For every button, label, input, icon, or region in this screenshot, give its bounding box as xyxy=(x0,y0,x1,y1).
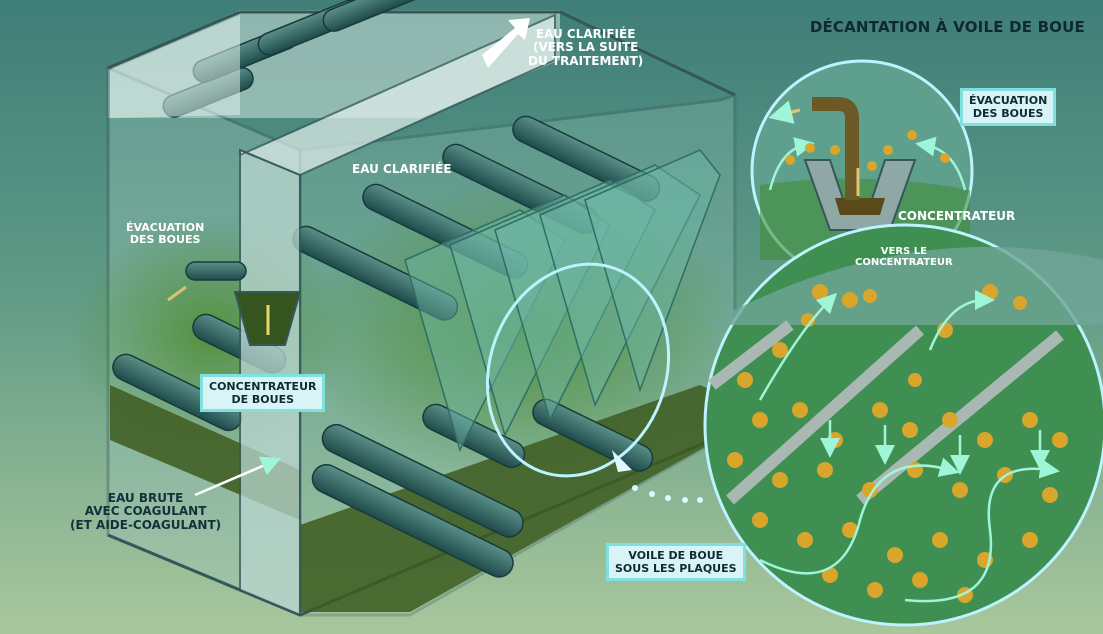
label-eau-clarifiee-top-sub1: (VERS LA SUITE xyxy=(528,41,643,54)
label-concentrateur-boues: CONCENTRATEUR DE BOUES xyxy=(200,374,325,412)
label-eau-clarifiee-top-sub2: DU TRAITEMENT) xyxy=(528,55,643,68)
label-vers-concentrateur-line1: VERS LE xyxy=(855,246,953,257)
label-concentrateur-right: CONCENTRATEUR xyxy=(898,210,1015,223)
label-concentrateur-boues-line2: DE BOUES xyxy=(209,393,316,406)
label-eau-brute-line2: AVEC COAGULANT xyxy=(70,505,221,518)
label-eau-clarifiee-top-line: EAU CLARIFIÉE xyxy=(528,28,643,41)
label-vers-concentrateur: VERS LE CONCENTRATEUR xyxy=(855,246,953,268)
label-eau-clarifiee-top: EAU CLARIFIÉE (VERS LA SUITE DU TRAITEME… xyxy=(528,28,643,68)
label-eau-brute-line1: EAU BRUTE xyxy=(70,492,221,505)
label-evacuation-right: ÉVACUATION DES BOUES xyxy=(960,88,1056,126)
sludge-outlet-pipe xyxy=(186,262,246,280)
label-evacuation-left: ÉVACUATION DES BOUES xyxy=(126,222,204,247)
label-evacuation-right-line2: DES BOUES xyxy=(969,107,1047,120)
label-vers-concentrateur-line2: CONCENTRATEUR xyxy=(855,257,953,268)
diagram-title: DÉCANTATION À VOILE DE BOUE xyxy=(810,18,1085,36)
label-eau-clarifiee-mid: EAU CLARIFIÉE xyxy=(352,163,452,176)
label-evacuation-right-line1: ÉVACUATION xyxy=(969,94,1047,107)
label-voile-de-boue: VOILE DE BOUE SOUS LES PLAQUES xyxy=(606,543,746,581)
clarified-water-left xyxy=(110,15,240,118)
label-voile-de-boue-line1: VOILE DE BOUE xyxy=(615,549,737,562)
label-concentrateur-boues-line1: CONCENTRATEUR xyxy=(209,380,316,393)
zoom-dots xyxy=(632,485,703,503)
label-voile-de-boue-line2: SOUS LES PLAQUES xyxy=(615,562,737,575)
label-eau-brute: EAU BRUTE AVEC COAGULANT (ET AIDE-COAGUL… xyxy=(70,492,221,532)
label-evacuation-left-line2: DES BOUES xyxy=(126,234,204,246)
label-eau-brute-line3: (ET AIDE-COAGULANT) xyxy=(70,519,221,532)
